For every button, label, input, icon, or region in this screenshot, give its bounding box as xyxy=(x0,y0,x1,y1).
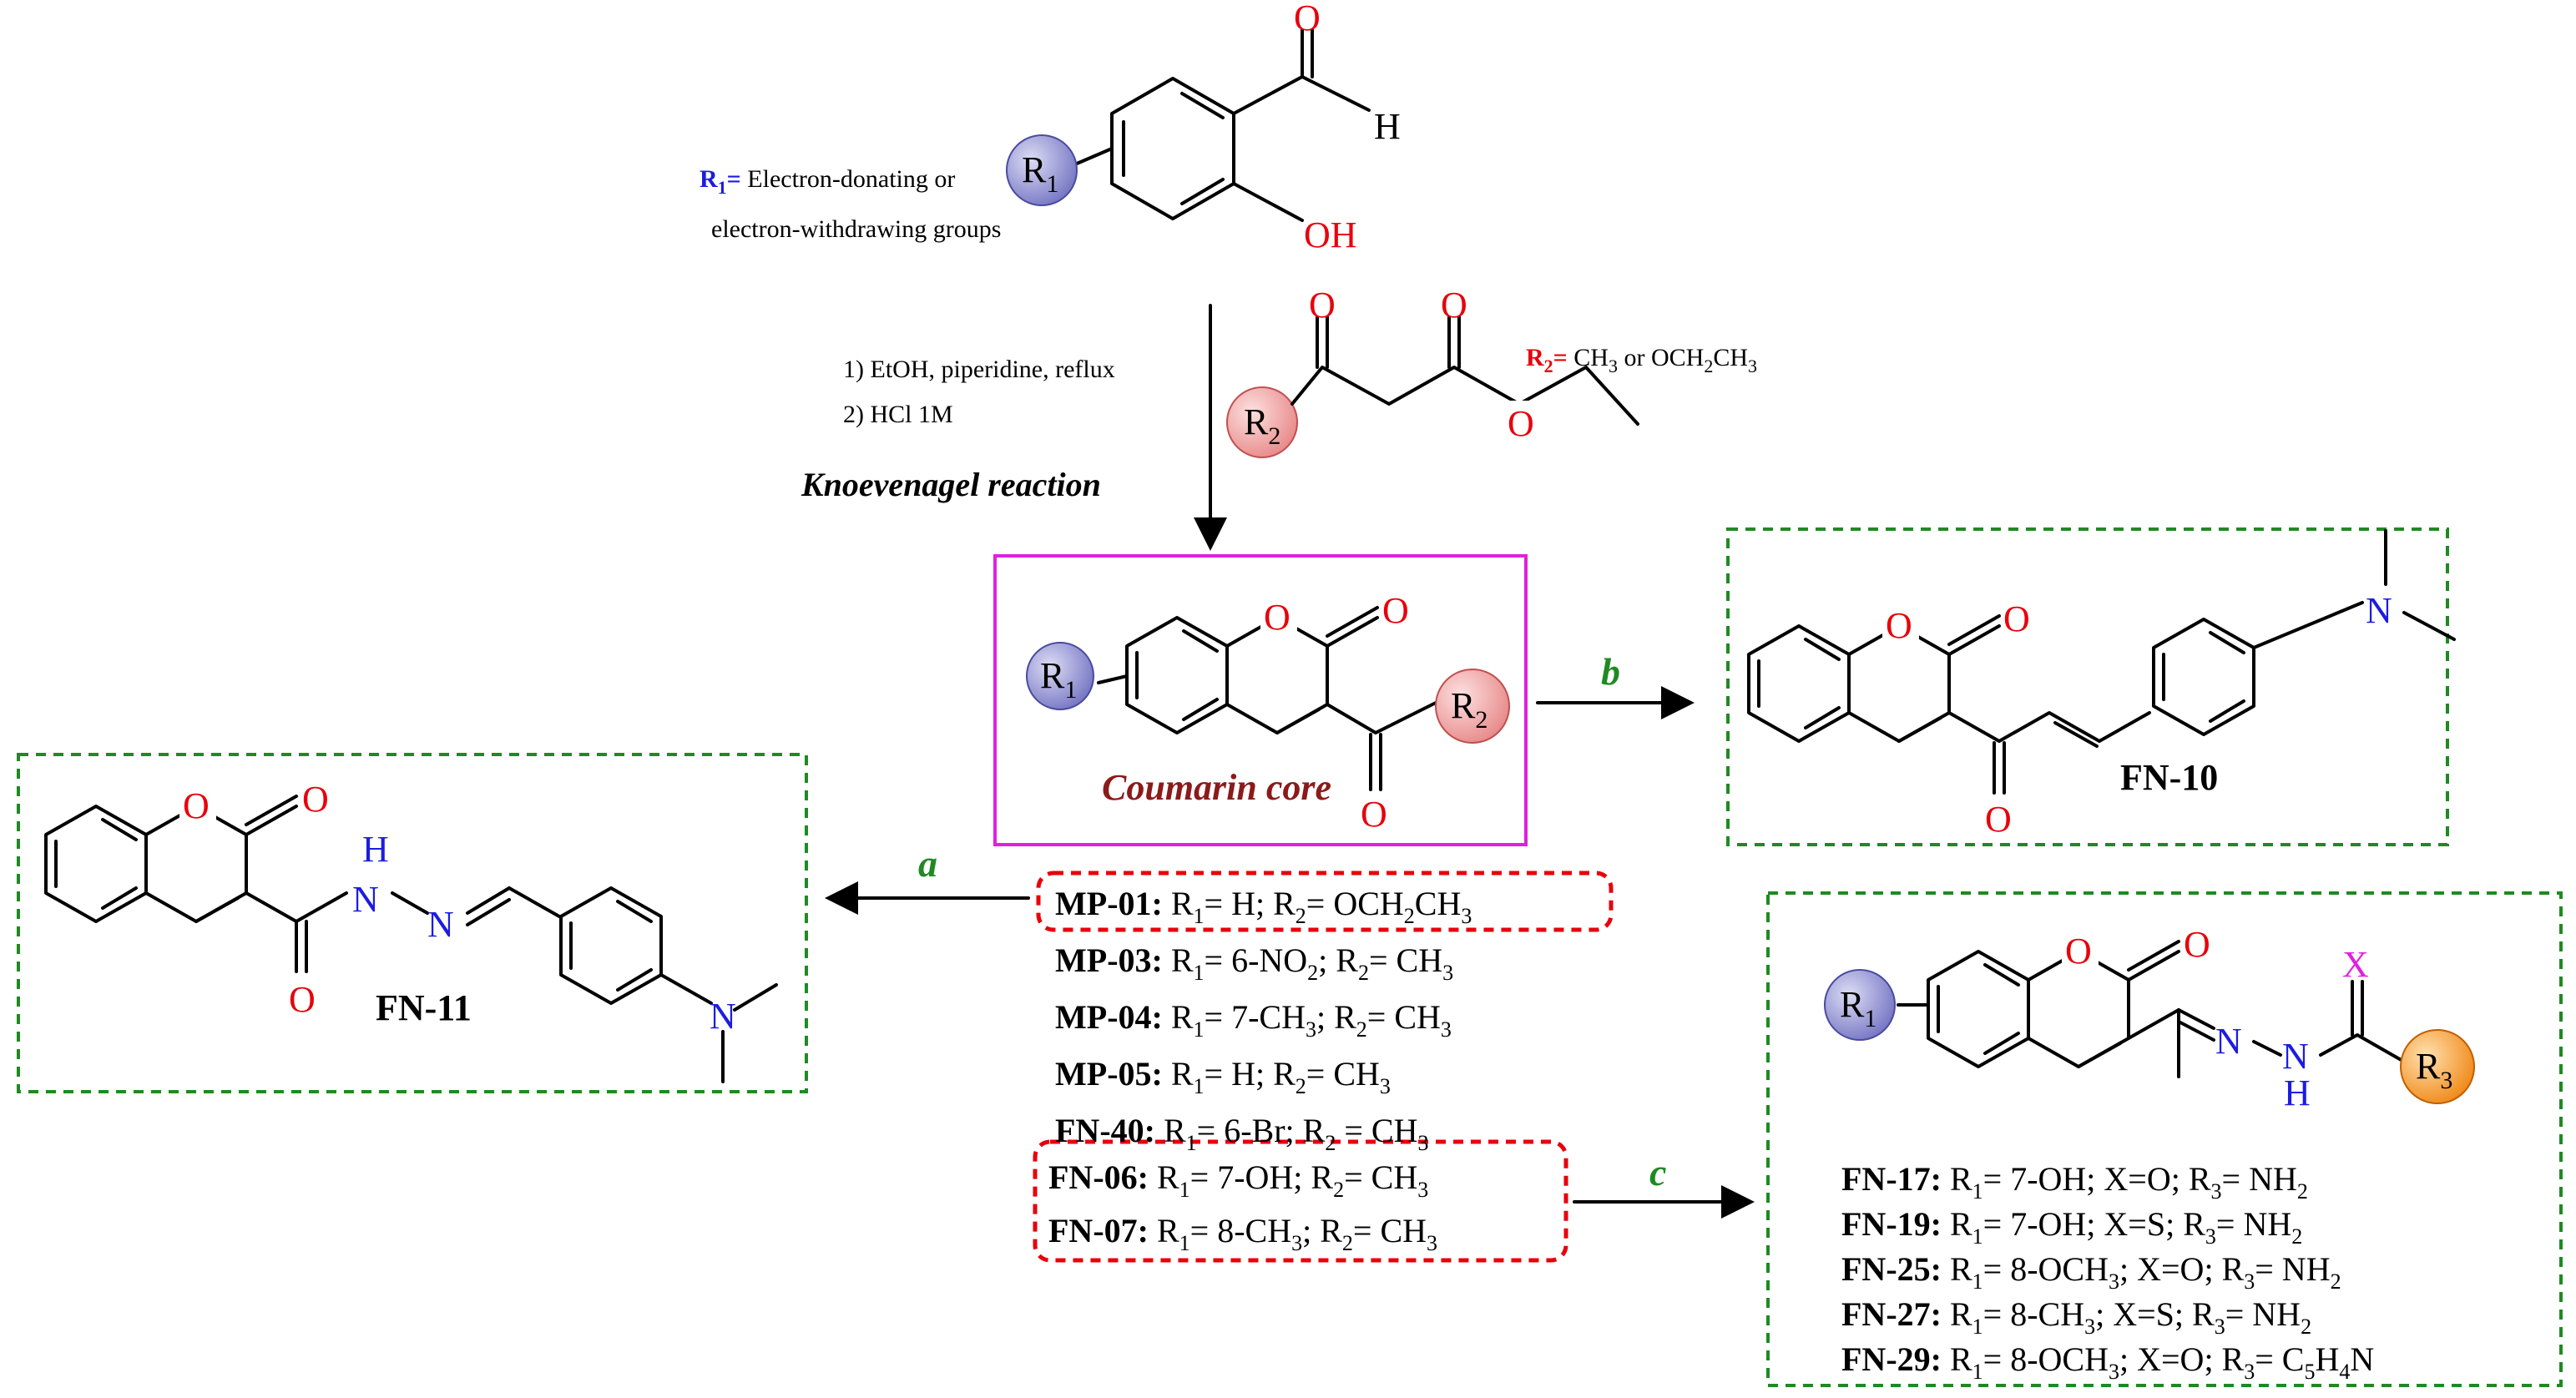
svg-text:H: H xyxy=(2284,1072,2311,1113)
svg-text:N: N xyxy=(2366,590,2392,631)
list-item-fn19: FN-19: R1= 7-OH; X=S; R3= NH2 xyxy=(1841,1205,2302,1249)
svg-text:O: O xyxy=(1985,799,2012,840)
svg-text:N: N xyxy=(710,996,736,1037)
svg-text:O: O xyxy=(1264,597,1291,638)
r1-definition-line1: R1= Electron-donating or xyxy=(700,165,955,198)
svg-text:R1: R1 xyxy=(1022,149,1058,198)
svg-text:O: O xyxy=(183,785,210,826)
svg-text:O: O xyxy=(1309,285,1336,326)
r2-definition: R2= CH3 or OCH2CH3 xyxy=(1526,344,1757,376)
keto-ester-structure: R2 O O O xyxy=(1226,285,1639,458)
condition-step2: 2) HCl 1M xyxy=(843,401,953,428)
fn11-box xyxy=(17,753,808,1093)
hydroxyl-label: OH xyxy=(1304,214,1357,255)
svg-text:N: N xyxy=(2282,1036,2309,1077)
svg-text:H: H xyxy=(362,829,389,870)
fn10-box xyxy=(1726,527,2449,846)
list-item-mp01: MP-01: R1= H; R2= OCH2CH3 xyxy=(1055,885,1472,928)
route-b-label: b xyxy=(1601,650,1620,693)
list-item-mp04: MP-04: R1= 7-CH3; R2= CH3 xyxy=(1055,998,1452,1042)
svg-text:O: O xyxy=(1361,794,1387,835)
fn11-structure: O O O N H N N xyxy=(44,779,778,1083)
condition-step1: 1) EtOH, piperidine, reflux xyxy=(843,356,1115,383)
svg-text:R2: R2 xyxy=(1451,685,1488,734)
svg-text:N: N xyxy=(427,904,454,945)
reaction-name: Knoevenagel reaction xyxy=(801,466,1101,503)
svg-text:O: O xyxy=(289,979,316,1020)
fn10-structure: O O O N xyxy=(1747,529,2456,840)
list-item-fn17: FN-17: R1= 7-OH; X=O; R3= NH2 xyxy=(1841,1160,2308,1204)
list-item-fn06: FN-06: R1= 7-OH; R2= CH3 xyxy=(1048,1158,1428,1202)
r2-substituent-sphere xyxy=(1226,386,1298,458)
svg-text:O: O xyxy=(1382,590,1409,631)
coumarin-core-structure: O O O R1 R2 xyxy=(1026,590,1510,835)
svg-text:R1: R1 xyxy=(1040,655,1077,704)
list-item-fn07: FN-07: R1= 8-CH3; R2= CH3 xyxy=(1048,1212,1437,1255)
list-item-fn27: FN-27: R1= 8-CH3; X=S; R3= NH2 xyxy=(1841,1295,2311,1339)
route-c-label: c xyxy=(1649,1151,1666,1194)
aldehyde-o-label: O xyxy=(1294,0,1321,38)
salicylaldehyde-structure: R1 O H OH xyxy=(1006,0,1401,255)
svg-text:N: N xyxy=(2215,1021,2242,1062)
list-item-mp05: MP-05: R1= H; R2= CH3 xyxy=(1055,1055,1391,1098)
r1-definition-line2: electron-withdrawing groups xyxy=(711,215,1001,243)
svg-text:O: O xyxy=(302,779,329,820)
svg-text:O: O xyxy=(2184,924,2210,965)
list-item-fn25: FN-25: R1= 8-OCH3; X=O; R3= NH2 xyxy=(1841,1250,2341,1294)
aldehyde-h-label: H xyxy=(1374,106,1401,147)
svg-text:R1: R1 xyxy=(1840,984,1876,1032)
fn-hydrazone-structure: O O N N H X R1 R3 xyxy=(1824,924,2475,1113)
r1-substituent-sphere xyxy=(1006,134,1078,206)
fn06-fn07-highlight xyxy=(1033,1139,1568,1263)
svg-text:O: O xyxy=(2003,598,2030,639)
fn11-label: FN-11 xyxy=(376,987,472,1028)
list-item-fn40: FN-40: R1= 6-Br; R2 = CH3 xyxy=(1055,1112,1428,1155)
route-a-label: a xyxy=(918,842,937,885)
mp01-highlight xyxy=(1036,871,1614,932)
svg-text:X: X xyxy=(2342,944,2369,985)
svg-text:O: O xyxy=(2065,931,2092,972)
list-item-mp03: MP-03: R1= 6-NO2; R2= CH3 xyxy=(1055,941,1453,985)
coumarin-core-title: Coumarin core xyxy=(1102,767,1331,808)
svg-text:O: O xyxy=(1441,285,1467,326)
svg-text:N: N xyxy=(352,879,379,920)
svg-text:O: O xyxy=(1508,403,1534,444)
fn-hydrazone-box xyxy=(1766,891,2563,1387)
svg-text:O: O xyxy=(1886,605,1912,646)
coumarin-core-box xyxy=(993,554,1528,846)
fn10-label: FN-10 xyxy=(2120,757,2218,798)
svg-text:R2: R2 xyxy=(1244,401,1280,450)
list-item-fn29: FN-29: R1= 8-OCH3; X=O; R3= C5H4N xyxy=(1841,1340,2374,1384)
product-list: FN-17: R1= 7-OH; X=O; R3= NH2 FN-19: R1=… xyxy=(1841,1160,2374,1384)
starting-material-list: MP-01: R1= H; R2= OCH2CH3 MP-03: R1= 6-N… xyxy=(1048,885,1472,1255)
svg-text:R3: R3 xyxy=(2416,1046,2452,1094)
